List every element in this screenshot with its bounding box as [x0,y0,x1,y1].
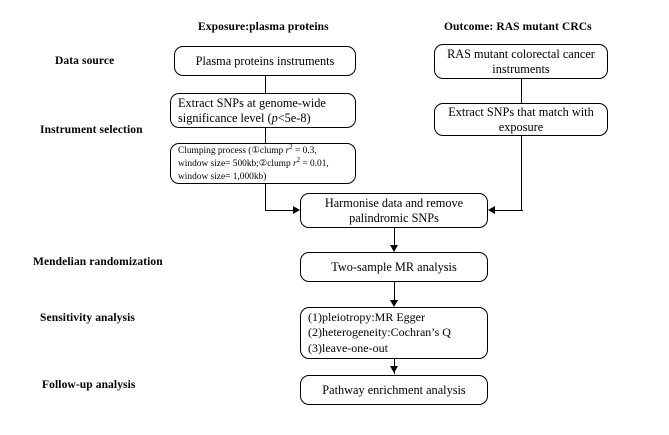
stage-label-sensitivity-analysis: Sensitivity analysis [40,312,135,324]
clumping-line1-r: r [285,145,290,156]
extract-snps-line1: Extract SNPs at genome-wide [178,95,326,110]
node-plasma-proteins-instruments-text: Plasma proteins instruments [195,53,335,68]
column-header-outcome: Outcome: RAS mutant CRCs [444,21,592,33]
column-header-exposure: Exposure:plasma proteins [198,21,329,33]
ras-instruments-line2: instruments [492,61,550,76]
node-clumping-process-text: Clumping process (①clump r2 = 0.3, windo… [178,144,349,183]
edge-sensitivity-to-pathway-arrowhead [389,366,398,373]
edge-clumping-to-harmonise-horizontal [265,210,293,211]
extract-match-line2: exposure [498,119,544,134]
node-ras-mutant-crc-instruments-text: RAS mutant colorectal cancer instruments [441,47,601,77]
edge-mr-to-sensitivity-line [394,282,395,303]
stage-label-instrument-selection: Instrument selection [40,124,143,136]
edge-clumping-to-harmonise-vertical [265,184,266,211]
clumping-line3: window size= 1,000kb) [178,171,267,182]
node-plasma-proteins-instruments[interactable]: Plasma proteins instruments [174,46,356,76]
node-two-sample-mr-analysis[interactable]: Two-sample MR analysis [300,252,488,282]
node-extract-snps-genome-wide[interactable]: Extract SNPs at genome-wide significance… [170,93,356,128]
stage-label-data-source: Data source [55,55,115,67]
node-ras-mutant-crc-instruments[interactable]: RAS mutant colorectal cancer instruments [434,44,608,79]
node-two-sample-mr-analysis-text: Two-sample MR analysis [331,259,457,274]
sensitivity-line2: (2)heterogeneity:Cochran’s Q [308,325,451,340]
clumping-line2-r: r [292,159,297,170]
extract-snps-line2-b: <5e-8) [277,110,311,125]
edge-extract-match-to-harmonise-vertical [521,136,522,211]
edge-extract-match-to-harmonise-arrowhead [488,206,495,215]
node-sensitivity-tests[interactable]: (1)pleiotropy:MR Egger (2)heterogeneity:… [300,307,488,359]
harmonise-line1: Harmonise data and remove [324,195,464,210]
edge-harmonise-to-mr-arrowhead [389,245,398,252]
clumping-line2-a: window size= 500kb;②clump [178,159,293,170]
node-sensitivity-tests-text: (1)pleiotropy:MR Egger (2)heterogeneity:… [308,310,481,357]
stage-label-mendelian-randomization: Mendelian randomization [33,256,163,268]
harmonise-line2: palindromic SNPs [349,210,439,225]
clumping-line2-b: = 0.01, [300,159,329,170]
node-harmonise-data-text: Harmonise data and remove palindromic SN… [307,196,481,226]
sensitivity-line3: (3)leave-one-out [308,340,388,355]
node-clumping-process[interactable]: Clumping process (①clump r2 = 0.3, windo… [170,143,356,184]
edge-harmonise-to-mr-line [394,228,395,248]
edge-ras-to-extract-match [521,79,522,103]
node-pathway-enrichment-analysis-text: Pathway enrichment analysis [322,382,466,397]
clumping-line1-a: Clumping process (①clump [178,145,286,156]
edge-clumping-to-harmonise-arrowhead [293,206,300,215]
node-extract-snps-match-exposure[interactable]: Extract SNPs that match with exposure [434,103,608,136]
edge-extract-match-to-harmonise-horizontal [495,210,523,211]
ras-instruments-line1: RAS mutant colorectal cancer [447,46,595,61]
stage-label-follow-up-analysis: Follow-up analysis [42,379,136,391]
clumping-line1-b: = 0.3, [292,145,317,156]
clumping-line1-sup: 2 [289,143,293,151]
sensitivity-line1: (1)pleiotropy:MR Egger [308,309,425,324]
edge-mr-to-sensitivity-arrowhead [389,300,398,307]
extract-snps-line2-a: significance level ( [178,110,272,125]
node-extract-snps-genome-wide-text: Extract SNPs at genome-wide significance… [178,96,349,126]
clumping-line2-sup: 2 [296,157,301,165]
extract-snps-line2-italic: p [271,110,278,125]
extract-match-line1: Extract SNPs that match with [448,104,594,119]
edge-plasma-to-extract-snps [265,76,266,93]
node-harmonise-data[interactable]: Harmonise data and remove palindromic SN… [300,193,488,228]
node-pathway-enrichment-analysis[interactable]: Pathway enrichment analysis [300,375,488,405]
edge-extract-snps-to-clumping [265,128,266,143]
node-extract-snps-match-exposure-text: Extract SNPs that match with exposure [441,105,601,135]
